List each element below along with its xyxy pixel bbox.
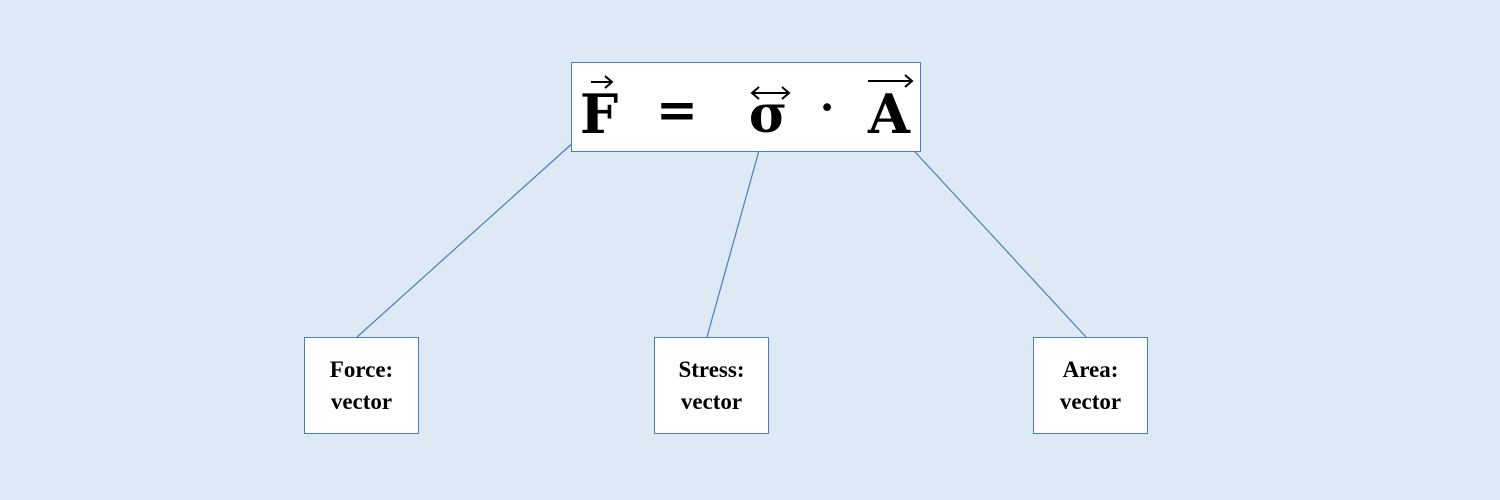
area-symbol: A — [868, 82, 910, 146]
force-symbol: F — [579, 82, 619, 146]
area-arrow-icon — [868, 74, 914, 88]
stress-symbol: σ — [748, 84, 788, 145]
connector-area — [904, 140, 1087, 338]
connector-stress — [706, 146, 761, 338]
dot-operator: · — [819, 83, 835, 132]
force-kind: vector — [330, 388, 393, 414]
connector-force — [356, 140, 576, 338]
force-arrow-icon — [591, 75, 614, 89]
stress-kind: vector — [680, 388, 743, 414]
area-term: Area: — [1062, 356, 1119, 382]
area-label-box: Area: vector — [1033, 337, 1148, 434]
stress-label-box: Stress: vector — [654, 337, 769, 434]
stress-term: Stress: — [678, 356, 745, 382]
vector-arrow-icon — [591, 74, 914, 100]
force-term: Force: — [329, 356, 394, 382]
area-kind: vector — [1059, 388, 1122, 414]
double-arrow-icon — [750, 86, 791, 100]
force-label-box: Force: vector — [304, 337, 419, 434]
equation-box: F = σ · A — [571, 62, 921, 152]
equals-sign: = — [656, 80, 698, 139]
